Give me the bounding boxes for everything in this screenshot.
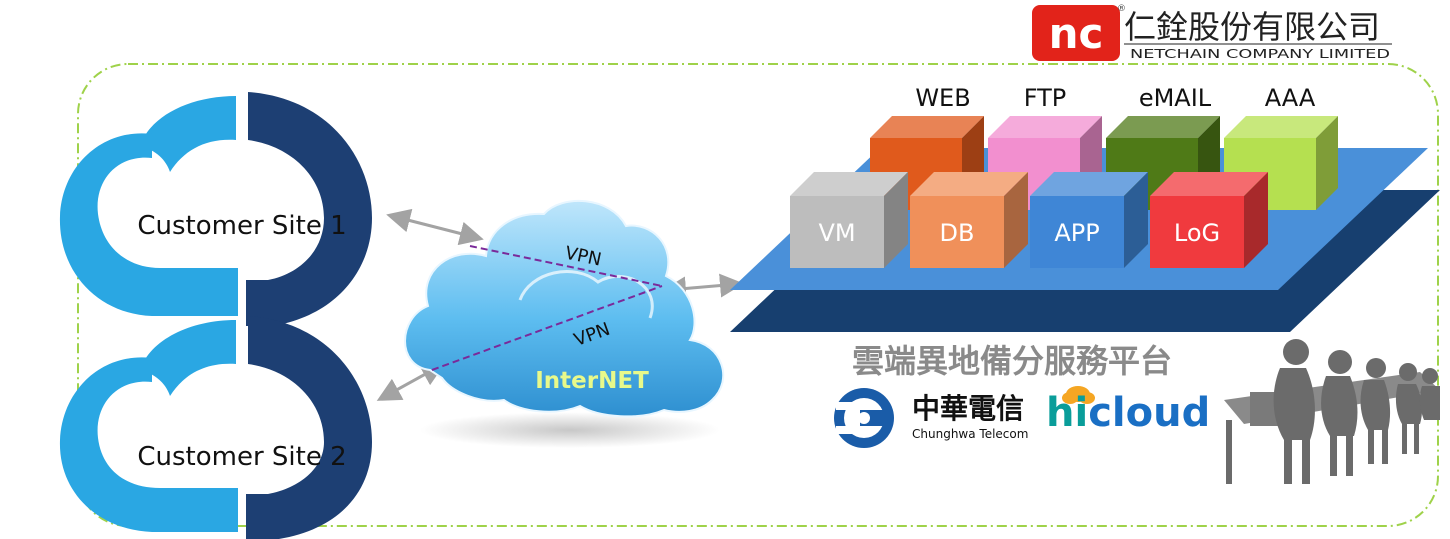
- logo-mark-text: nc: [1049, 9, 1104, 58]
- cloud-icon: [59, 92, 372, 326]
- service-cube-vm: VM: [790, 172, 908, 268]
- service-label: LoG: [1174, 219, 1220, 247]
- cht-name-en: Chunghwa Telecom: [912, 427, 1028, 441]
- service-cube-log: LoG: [1150, 172, 1268, 268]
- company-name-en: NETCHAIN COMPANY LIMITED: [1130, 46, 1390, 61]
- platform-title: 雲端異地備分服務平台: [852, 342, 1172, 380]
- service-label: DB: [940, 219, 975, 247]
- vpn-line-2: [431, 285, 663, 371]
- customer-site-1: Customer Site 1: [59, 92, 372, 326]
- company-name-zh: 仁銓股份有限公司: [1124, 8, 1380, 46]
- customer-site-2: Customer Site 2: [59, 316, 372, 539]
- site-label: Customer Site 1: [137, 211, 346, 241]
- hicloud-cloud: cloud: [1088, 390, 1210, 436]
- hicloud-cloud-icon: [1062, 386, 1095, 404]
- service-cubes-front: VM DB APP LoG: [790, 172, 1268, 268]
- service-label: WEB: [915, 84, 970, 112]
- cloud-icon: [59, 316, 372, 539]
- service-label: FTP: [1024, 84, 1067, 112]
- cloud-shadow: [420, 412, 720, 448]
- svg-text:hicloud: hicloud: [1046, 390, 1210, 436]
- cht-name-zh: 中華電信: [912, 392, 1024, 425]
- site-label: Customer Site 2: [137, 442, 346, 472]
- hicloud-logo: hicloud: [1046, 386, 1210, 436]
- chunghwa-telecom-logo: 中華電信 Chunghwa Telecom: [834, 388, 1028, 448]
- chunghwa-emblem-icon: [834, 388, 894, 448]
- site1-internet-link: [386, 208, 484, 246]
- hicloud-hi: hi: [1046, 390, 1088, 436]
- service-label: APP: [1054, 219, 1099, 247]
- internet-label: InterNET: [535, 368, 649, 394]
- service-label: eMAIL: [1139, 84, 1212, 112]
- service-label: AAA: [1265, 84, 1316, 112]
- office-workers-illustration: [1224, 339, 1440, 484]
- outer-frame: [77, 63, 1439, 527]
- internet-cloud: VPN VPN InterNET: [404, 199, 724, 448]
- registered-mark: ®: [1117, 4, 1126, 14]
- service-cube-db: DB: [910, 172, 1028, 268]
- service-label: VM: [818, 219, 855, 247]
- logo-mark: [1032, 5, 1120, 61]
- netchain-logo: nc ® 仁銓股份有限公司 NETCHAIN COMPANY LIMITED: [1032, 4, 1392, 61]
- service-cube-app: APP: [1030, 172, 1148, 268]
